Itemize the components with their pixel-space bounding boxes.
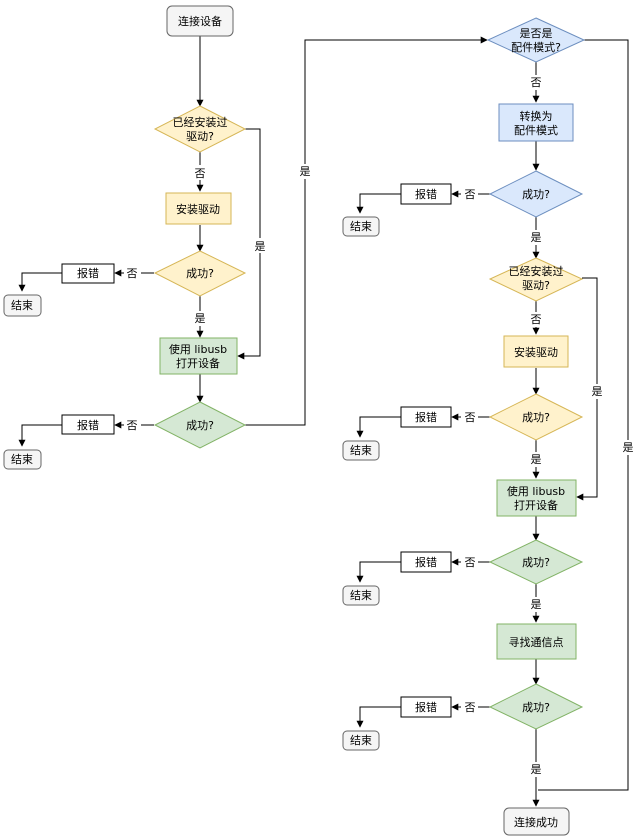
decision-label: 配件模式? xyxy=(511,41,561,54)
error-box: 报错 xyxy=(61,414,115,435)
end-label: 结束 xyxy=(350,220,372,233)
decision-label: 驱动? xyxy=(186,130,214,143)
error-label: 报错 xyxy=(415,700,437,714)
process-install-driver: 安装驱动 xyxy=(165,192,232,225)
decision-label: 成功? xyxy=(522,701,550,714)
label-yes: 是 xyxy=(195,312,206,325)
process-label: 安装驱动 xyxy=(176,202,220,216)
process-label: 使用 libusb xyxy=(507,485,565,498)
process-open-device: 使用 libusb 打开设备 xyxy=(496,479,577,517)
decision-label: 成功? xyxy=(522,411,550,424)
label-yes: 是 xyxy=(531,598,542,611)
process-label: 寻找通信点 xyxy=(509,635,564,649)
decision-label: 成功? xyxy=(186,267,214,280)
end-label: 结束 xyxy=(350,589,372,602)
node-start-label: 连接设备 xyxy=(178,14,222,28)
node-start: 连接设备 xyxy=(166,5,234,37)
error-box: 报错 xyxy=(400,183,452,205)
decision-label: 是否是 xyxy=(520,27,553,40)
process-find-endpoint: 寻找通信点 xyxy=(496,623,577,660)
edge-acc-yes xyxy=(538,39,629,791)
error-label: 报错 xyxy=(77,266,99,280)
decision-installed-driver: 已经安装过 驱动? xyxy=(153,105,247,153)
label-yes: 是 xyxy=(255,240,266,253)
label-no: 否 xyxy=(127,267,138,280)
label-no: 否 xyxy=(531,76,542,89)
process-label: 转换为 xyxy=(520,109,553,123)
decision-label: 已经安装过 xyxy=(173,115,228,129)
decision-success: 成功? xyxy=(488,170,584,218)
label-no: 否 xyxy=(465,411,476,424)
decision-installed-driver: 已经安装过 驱动? xyxy=(488,257,584,302)
decision-label: 驱动? xyxy=(522,279,550,292)
label-yes: 是 xyxy=(531,231,542,244)
edge-r-err3-to-end3 xyxy=(356,561,401,583)
error-box: 报错 xyxy=(400,406,452,428)
decision-accessory-mode: 是否是 配件模式? xyxy=(486,17,586,63)
decision-success: 成功? xyxy=(488,393,584,441)
label-no: 否 xyxy=(127,419,138,432)
end-node: 结束 xyxy=(342,440,380,461)
label-no: 否 xyxy=(195,167,206,180)
process-label: 使用 libusb xyxy=(169,343,227,356)
node-connected: 连接成功 xyxy=(503,807,570,836)
edge-r-err4-to-end4 xyxy=(356,706,401,728)
end-node: 结束 xyxy=(342,585,380,606)
error-box: 报错 xyxy=(400,696,452,718)
end-node: 结束 xyxy=(3,294,42,317)
process-label: 打开设备 xyxy=(514,498,558,512)
decision-success: 成功? xyxy=(488,539,584,585)
decision-success: 成功? xyxy=(488,683,584,730)
label-yes: 是 xyxy=(623,441,634,454)
label-yes: 是 xyxy=(300,165,311,178)
decision-label: 成功? xyxy=(522,556,550,569)
end-label: 结束 xyxy=(11,299,33,312)
edge-labels: 否 是 否 是 否 是 否 是 否 是 否 是 否 是 否 是 否 是 xyxy=(124,75,636,777)
decision-success: 成功? xyxy=(153,250,247,297)
label-yes: 是 xyxy=(531,453,542,466)
error-label: 报错 xyxy=(415,555,437,569)
process-install-driver: 安装驱动 xyxy=(503,335,569,368)
process-switch-accessory: 转换为 配件模式 xyxy=(498,103,574,142)
end-node: 结束 xyxy=(342,216,380,237)
end-label: 结束 xyxy=(350,734,372,747)
label-yes: 是 xyxy=(592,385,603,398)
label-no: 否 xyxy=(531,313,542,326)
decision-success: 成功? xyxy=(153,401,247,449)
end-node: 结束 xyxy=(342,730,380,751)
decision-label: 成功? xyxy=(186,419,214,432)
edge-err1-to-end1 xyxy=(18,272,62,292)
end-label: 结束 xyxy=(11,453,33,466)
error-label: 报错 xyxy=(415,410,437,424)
process-label: 配件模式 xyxy=(514,124,558,137)
edge-err2-to-end2 xyxy=(18,424,62,447)
error-box: 报错 xyxy=(400,551,452,573)
node-connected-label: 连接成功 xyxy=(514,816,558,829)
label-yes: 是 xyxy=(531,763,542,776)
decision-label: 成功? xyxy=(522,188,550,201)
error-box: 报错 xyxy=(61,263,115,284)
process-label: 打开设备 xyxy=(176,356,220,370)
label-no: 否 xyxy=(465,701,476,714)
edge-r-err2-to-end2 xyxy=(356,416,401,438)
label-no: 否 xyxy=(465,188,476,201)
error-label: 报错 xyxy=(77,418,99,432)
process-open-device: 使用 libusb 打开设备 xyxy=(159,337,238,375)
end-label: 结束 xyxy=(350,444,372,457)
error-label: 报错 xyxy=(415,187,437,201)
edge-success2-yes xyxy=(245,36,488,426)
label-no: 否 xyxy=(465,556,476,569)
end-node: 结束 xyxy=(3,449,42,470)
edge-r-err1-to-end1 xyxy=(356,193,401,214)
process-label: 安装驱动 xyxy=(514,345,558,359)
decision-label: 已经安装过 xyxy=(509,264,564,278)
